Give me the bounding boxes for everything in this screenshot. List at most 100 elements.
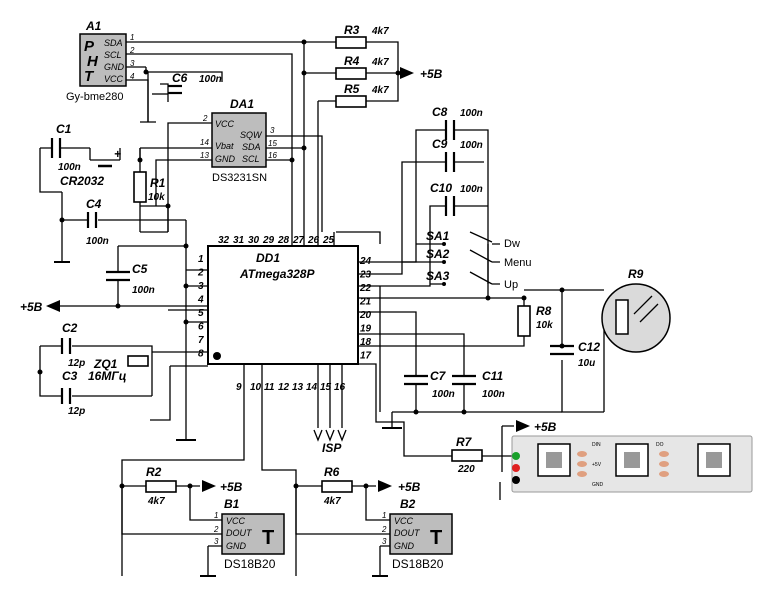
mcu-left-wires <box>168 220 208 440</box>
sa2-ref: SA2 <box>426 247 450 261</box>
b2-body <box>389 513 453 555</box>
r4-ref: R4 <box>344 54 360 68</box>
c1-value: 100n <box>58 162 81 173</box>
c4-wires <box>61 192 186 262</box>
strip-pad-do: DO <box>656 442 664 448</box>
mcu-pin-1: 1 <box>198 254 204 265</box>
switch-contacts <box>402 231 500 285</box>
strip-pad-gnd: GND <box>592 482 604 488</box>
c8-ref: C8 <box>432 105 448 119</box>
mcu-pin-16: 16 <box>334 382 346 393</box>
r5-body <box>335 95 367 108</box>
mcu-pin-5: 5 <box>198 308 204 319</box>
mcu-pin-25: 25 <box>322 235 335 246</box>
rtc-pin-sda: SDA <box>242 142 261 152</box>
isp-arrows <box>313 429 347 442</box>
r6-body <box>321 480 353 493</box>
c3-ref: C3 <box>62 369 78 383</box>
mcu-pin-8: 8 <box>198 349 204 360</box>
sensor-pin-vcc: VCC <box>104 74 124 84</box>
b2-pinnum-1: 1 <box>382 511 386 520</box>
b1-pinnum-3: 3 <box>214 537 219 546</box>
mcu-pin-17: 17 <box>360 351 372 362</box>
sensor-part: Gy-bme280 <box>66 91 123 103</box>
c1-ref: C1 <box>56 122 72 136</box>
r8-ref: R8 <box>536 304 552 318</box>
mcu-pin-19: 19 <box>360 324 372 335</box>
b2-pinnum-2: 2 <box>381 525 387 534</box>
mcu-pin-23: 23 <box>359 270 372 281</box>
rtc-pinnum-13: 13 <box>200 151 209 160</box>
c5-value: 100n <box>132 285 155 296</box>
r4-value: 4k7 <box>371 57 389 68</box>
r3-value: 4k7 <box>371 26 389 37</box>
rtc-wires <box>266 135 323 232</box>
c11-ref: C11 <box>482 369 503 383</box>
mcu-pin-12: 12 <box>278 382 290 393</box>
sa1-label: Dw <box>504 238 520 250</box>
r3-body <box>335 36 367 49</box>
led-strip: DIN +5V GND DO <box>511 435 753 493</box>
sensor-pinnum-4: 4 <box>130 72 135 81</box>
r4-body <box>335 67 367 80</box>
sensor-logo-h: H <box>87 53 99 70</box>
sensor-logo-p: P <box>84 38 95 55</box>
c10-value: 100n <box>460 184 483 195</box>
mcu-top-wires <box>291 231 381 246</box>
sensor-pin-sda: SDA <box>104 38 123 48</box>
r1-ref: R1 <box>150 176 166 190</box>
rtc-pin-vcc: VCC <box>215 119 235 129</box>
b1-wires <box>121 485 222 576</box>
mcu-pin-26: 26 <box>307 235 320 246</box>
mcu-pin-13: 13 <box>292 382 304 393</box>
battery-polarity: + <box>114 147 121 161</box>
rtc-pin-vbat: Vbat <box>215 141 234 151</box>
sa3-ref: SA3 <box>426 269 450 283</box>
strip-pad-5v: +5V <box>592 462 602 468</box>
r8-body <box>517 305 531 337</box>
c9-ref: C9 <box>432 137 448 151</box>
mcu-pin-22: 22 <box>359 283 372 294</box>
mcu-pin-28: 28 <box>277 235 290 246</box>
r6-ref: R6 <box>324 465 340 479</box>
sensor-pinnum-3: 3 <box>130 59 135 68</box>
power-arrow-1 <box>400 67 414 79</box>
power-arrow-2 <box>46 300 60 312</box>
c10-ref: C10 <box>430 181 452 195</box>
b2-pin-vcc: VCC <box>394 516 414 526</box>
mcu-pin1-marker <box>213 352 221 360</box>
b1-pinnum-2: 2 <box>213 525 219 534</box>
mcu-pin-4: 4 <box>197 295 204 306</box>
c4-ref: C4 <box>86 197 102 211</box>
pullup-wires <box>303 42 336 232</box>
mcu-pin-21: 21 <box>359 297 372 308</box>
r1-body <box>133 171 147 203</box>
c1-wires <box>39 147 141 193</box>
strip-wire-red <box>512 464 520 472</box>
power-label-2: +5В <box>20 300 43 314</box>
b2-wires <box>295 485 390 576</box>
mcu-pin-31: 31 <box>233 235 245 246</box>
sensor-pinnum-1: 1 <box>130 33 134 42</box>
power-arrow-5 <box>378 480 392 492</box>
rtc-body <box>211 112 267 168</box>
right-wires <box>358 289 605 413</box>
mcu-pin-10: 10 <box>250 382 262 393</box>
b1-pinnum-1: 1 <box>214 511 218 520</box>
r7-ref: R7 <box>456 435 473 449</box>
sa2-label: Menu <box>504 257 532 269</box>
rtc-pinnum-2: 2 <box>202 114 208 123</box>
power-label-5: +5В <box>398 480 421 494</box>
cap-gnd-wires <box>379 286 562 428</box>
rtc-pinnum-15: 15 <box>268 139 277 148</box>
c3-value: 12p <box>68 406 85 417</box>
strip-wires <box>499 425 514 500</box>
mcu-ref: DD1 <box>256 251 280 265</box>
rtc-left-wires <box>140 122 212 232</box>
c11-value: 100n <box>482 389 505 400</box>
battery-label: CR2032 <box>60 174 104 188</box>
b2-ref: B2 <box>400 497 416 511</box>
bme280-module: A1 P H T SDA SCL GND VCC 1 2 3 4 Gy-bme2… <box>66 19 135 103</box>
